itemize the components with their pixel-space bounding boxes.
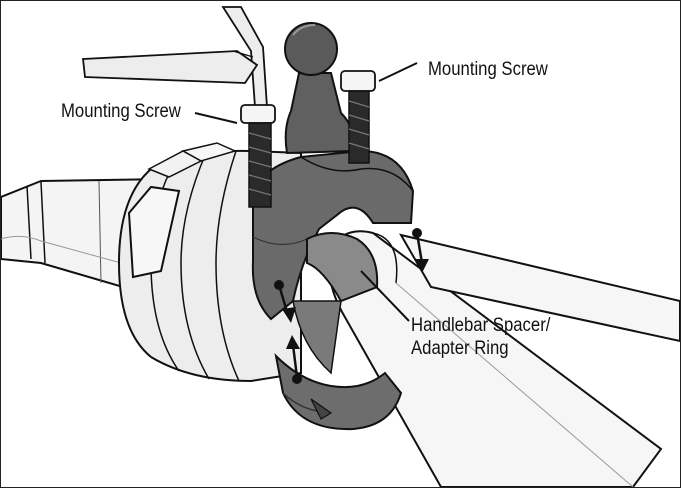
left-mounting-screw bbox=[82, 6, 276, 208]
upper-clamp bbox=[251, 149, 415, 375]
arrow-dot-lower bbox=[292, 374, 302, 384]
arrow-dot-upper-left bbox=[274, 280, 284, 290]
gap-arrows bbox=[274, 228, 429, 384]
leader-line-right-screw bbox=[378, 62, 418, 82]
label-mounting-screw-right: Mounting Screw bbox=[428, 59, 548, 80]
arrowhead-down-icon bbox=[282, 307, 296, 323]
leader-line-spacer bbox=[360, 270, 410, 322]
lower-clamp bbox=[274, 353, 403, 431]
callout-leaders bbox=[194, 62, 418, 322]
label-spacer-line2: Adapter Ring bbox=[411, 338, 509, 359]
leader-line-left-screw bbox=[194, 112, 238, 124]
right-mounting-screw bbox=[340, 70, 376, 164]
arrow-dot-top-right bbox=[412, 228, 422, 238]
arrowhead-down-icon bbox=[415, 259, 429, 273]
arrowhead-up-icon bbox=[286, 335, 300, 349]
label-spacer-line1: Handlebar Spacer/ bbox=[411, 315, 551, 336]
label-handlebar-spacer: Handlebar Spacer/ Adapter Ring bbox=[411, 314, 550, 360]
label-mounting-screw-left: Mounting Screw bbox=[61, 101, 181, 122]
